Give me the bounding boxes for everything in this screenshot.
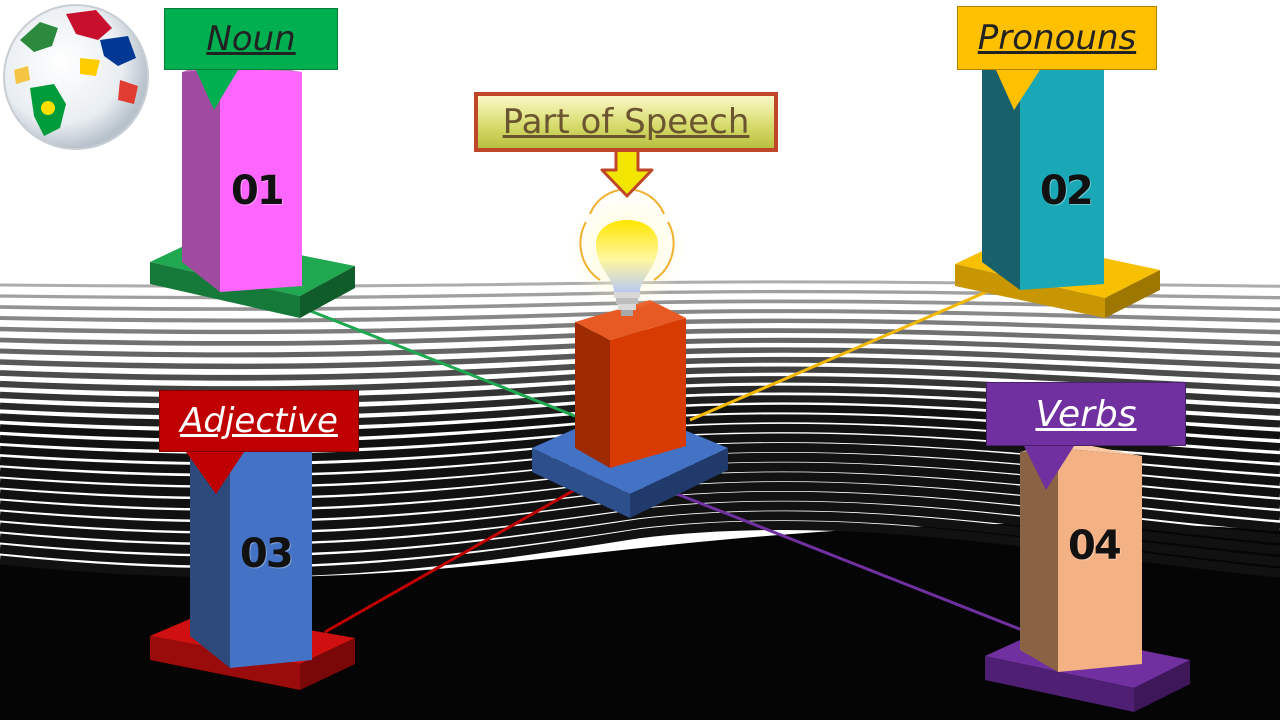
- tag-verbs: Verbs: [986, 382, 1186, 446]
- pillar-number-03: 03: [240, 531, 294, 577]
- pillar-pronouns: [955, 56, 1160, 318]
- connector-verbs: [671, 490, 1023, 632]
- connector-adjective: [324, 486, 579, 634]
- tag-pronouns-label: Pronouns: [977, 18, 1137, 58]
- tag-verbs-label: Verbs: [1035, 393, 1137, 435]
- tag-pointer-pronouns: [996, 70, 1040, 110]
- globe-icon: [3, 4, 149, 150]
- tag-noun: Noun: [164, 8, 338, 70]
- connector-noun: [297, 304, 576, 418]
- tag-adjective: Adjective: [159, 390, 359, 452]
- connector-pronouns: [689, 284, 1001, 422]
- pillar-number-01: 01: [231, 168, 285, 214]
- pillar-number-04: 04: [1068, 523, 1122, 569]
- tag-pronouns: Pronouns: [957, 6, 1157, 70]
- tag-adjective-label: Adjective: [180, 401, 338, 441]
- down-arrow-icon: [600, 146, 654, 198]
- tag-pointer-noun: [196, 70, 238, 110]
- title-box: Part of Speech: [474, 92, 778, 152]
- connector-lines: [297, 284, 1023, 634]
- lightbulb-icon: [579, 188, 675, 316]
- pillar-adjective: [150, 448, 355, 690]
- tag-pointer-adjective: [186, 452, 244, 494]
- tag-pointer-verbs: [1024, 446, 1074, 490]
- pillar-verbs: [985, 440, 1190, 712]
- tag-noun-label: Noun: [206, 19, 296, 59]
- pillar-noun: [150, 58, 355, 318]
- title-text: Part of Speech: [502, 102, 750, 142]
- center-pillar: [532, 300, 728, 518]
- pillar-number-02: 02: [1040, 168, 1094, 214]
